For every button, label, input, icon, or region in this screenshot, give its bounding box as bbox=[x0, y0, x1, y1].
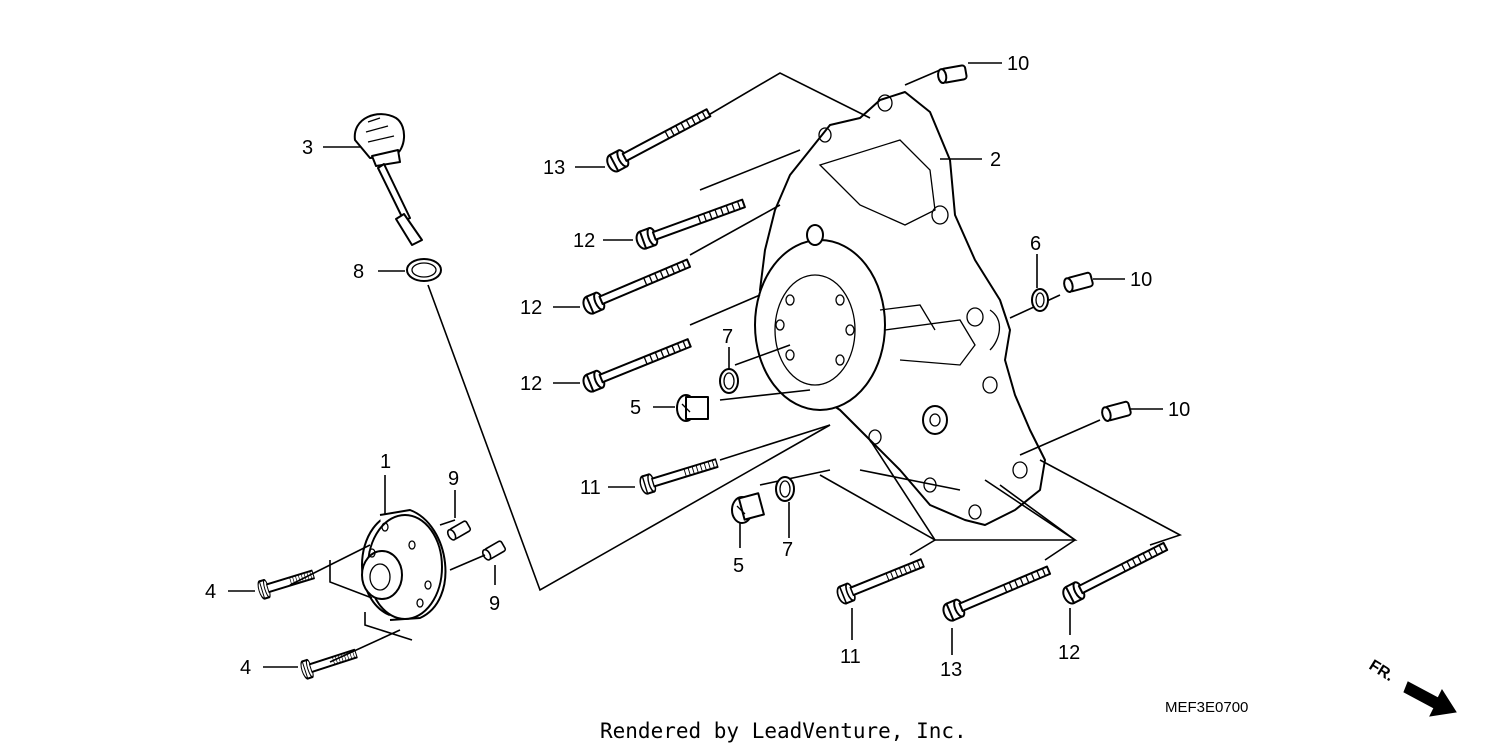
callout-11-left: 11 bbox=[580, 477, 601, 499]
callout-5-lower: 5 bbox=[733, 555, 744, 577]
bolt-12-bottom bbox=[1059, 537, 1171, 607]
bolt-13-bottom bbox=[939, 560, 1054, 624]
callout-6: 6 bbox=[1030, 233, 1041, 255]
callout-2: 2 bbox=[990, 149, 1001, 171]
plug-5-lower bbox=[731, 492, 765, 524]
callout-1: 1 bbox=[380, 451, 391, 473]
front-direction-indicator: FR. bbox=[1366, 657, 1457, 717]
dowel-9-upper bbox=[445, 519, 472, 543]
plug-5-upper bbox=[676, 394, 709, 422]
callout-10-lower: 10 bbox=[1168, 399, 1190, 421]
o-ring-6 bbox=[1031, 288, 1049, 312]
diagram-code: MEF3E0700 bbox=[1165, 699, 1248, 716]
bolt-12-a bbox=[633, 193, 748, 252]
callout-labels: 1 2 3 4 4 5 5 6 7 7 8 9 9 10 10 10 11 11… bbox=[205, 53, 1190, 681]
callout-12-c: 12 bbox=[520, 373, 542, 395]
callout-3: 3 bbox=[302, 137, 313, 159]
dowel-10-middle bbox=[1061, 271, 1095, 294]
flange-lines bbox=[289, 475, 486, 663]
callout-4-bottom: 4 bbox=[240, 657, 251, 679]
right-crankcase-cover bbox=[754, 91, 1046, 526]
callout-12-b: 12 bbox=[520, 297, 542, 319]
front-label: FR. bbox=[1366, 657, 1397, 685]
callout-4-top: 4 bbox=[205, 581, 216, 603]
callout-7-upper: 7 bbox=[722, 326, 733, 348]
bolt-11-left bbox=[637, 453, 721, 496]
callout-9-lower: 9 bbox=[489, 593, 500, 615]
bolt-13-top bbox=[603, 103, 714, 175]
callout-13-top: 13 bbox=[543, 157, 565, 179]
flange-cover bbox=[361, 509, 447, 621]
front-arrow-icon bbox=[1403, 681, 1457, 717]
callout-12-bottom: 12 bbox=[1058, 642, 1080, 664]
callout-12-a: 12 bbox=[573, 230, 595, 252]
bolt-4-bottom bbox=[298, 643, 360, 681]
callout-9-upper: 9 bbox=[448, 468, 459, 490]
bolt-12-c bbox=[580, 333, 694, 395]
dowel-10-lower bbox=[1099, 400, 1133, 423]
bolt-12-b bbox=[579, 253, 694, 317]
callout-10-top: 10 bbox=[1007, 53, 1029, 75]
callout-5-upper: 5 bbox=[630, 397, 641, 419]
callout-11-bottom: 11 bbox=[840, 646, 861, 668]
o-ring-8 bbox=[406, 258, 442, 282]
credit-text: Rendered by LeadVenture, Inc. bbox=[600, 719, 967, 743]
assembly-lines bbox=[427, 69, 1183, 592]
dowel-9-lower bbox=[480, 539, 507, 563]
dowel-10-top bbox=[936, 64, 969, 85]
bolt-4-top bbox=[255, 564, 317, 601]
oil-dipstick bbox=[353, 113, 423, 246]
o-ring-7-upper bbox=[719, 368, 739, 394]
bolt-11-bottom bbox=[834, 553, 927, 607]
callout-10-middle: 10 bbox=[1130, 269, 1152, 291]
o-ring-7-lower bbox=[775, 476, 795, 502]
callout-8: 8 bbox=[353, 261, 364, 283]
callout-7-lower: 7 bbox=[782, 539, 793, 561]
callout-leaders bbox=[228, 62, 1163, 668]
callout-13-bottom: 13 bbox=[940, 659, 962, 681]
